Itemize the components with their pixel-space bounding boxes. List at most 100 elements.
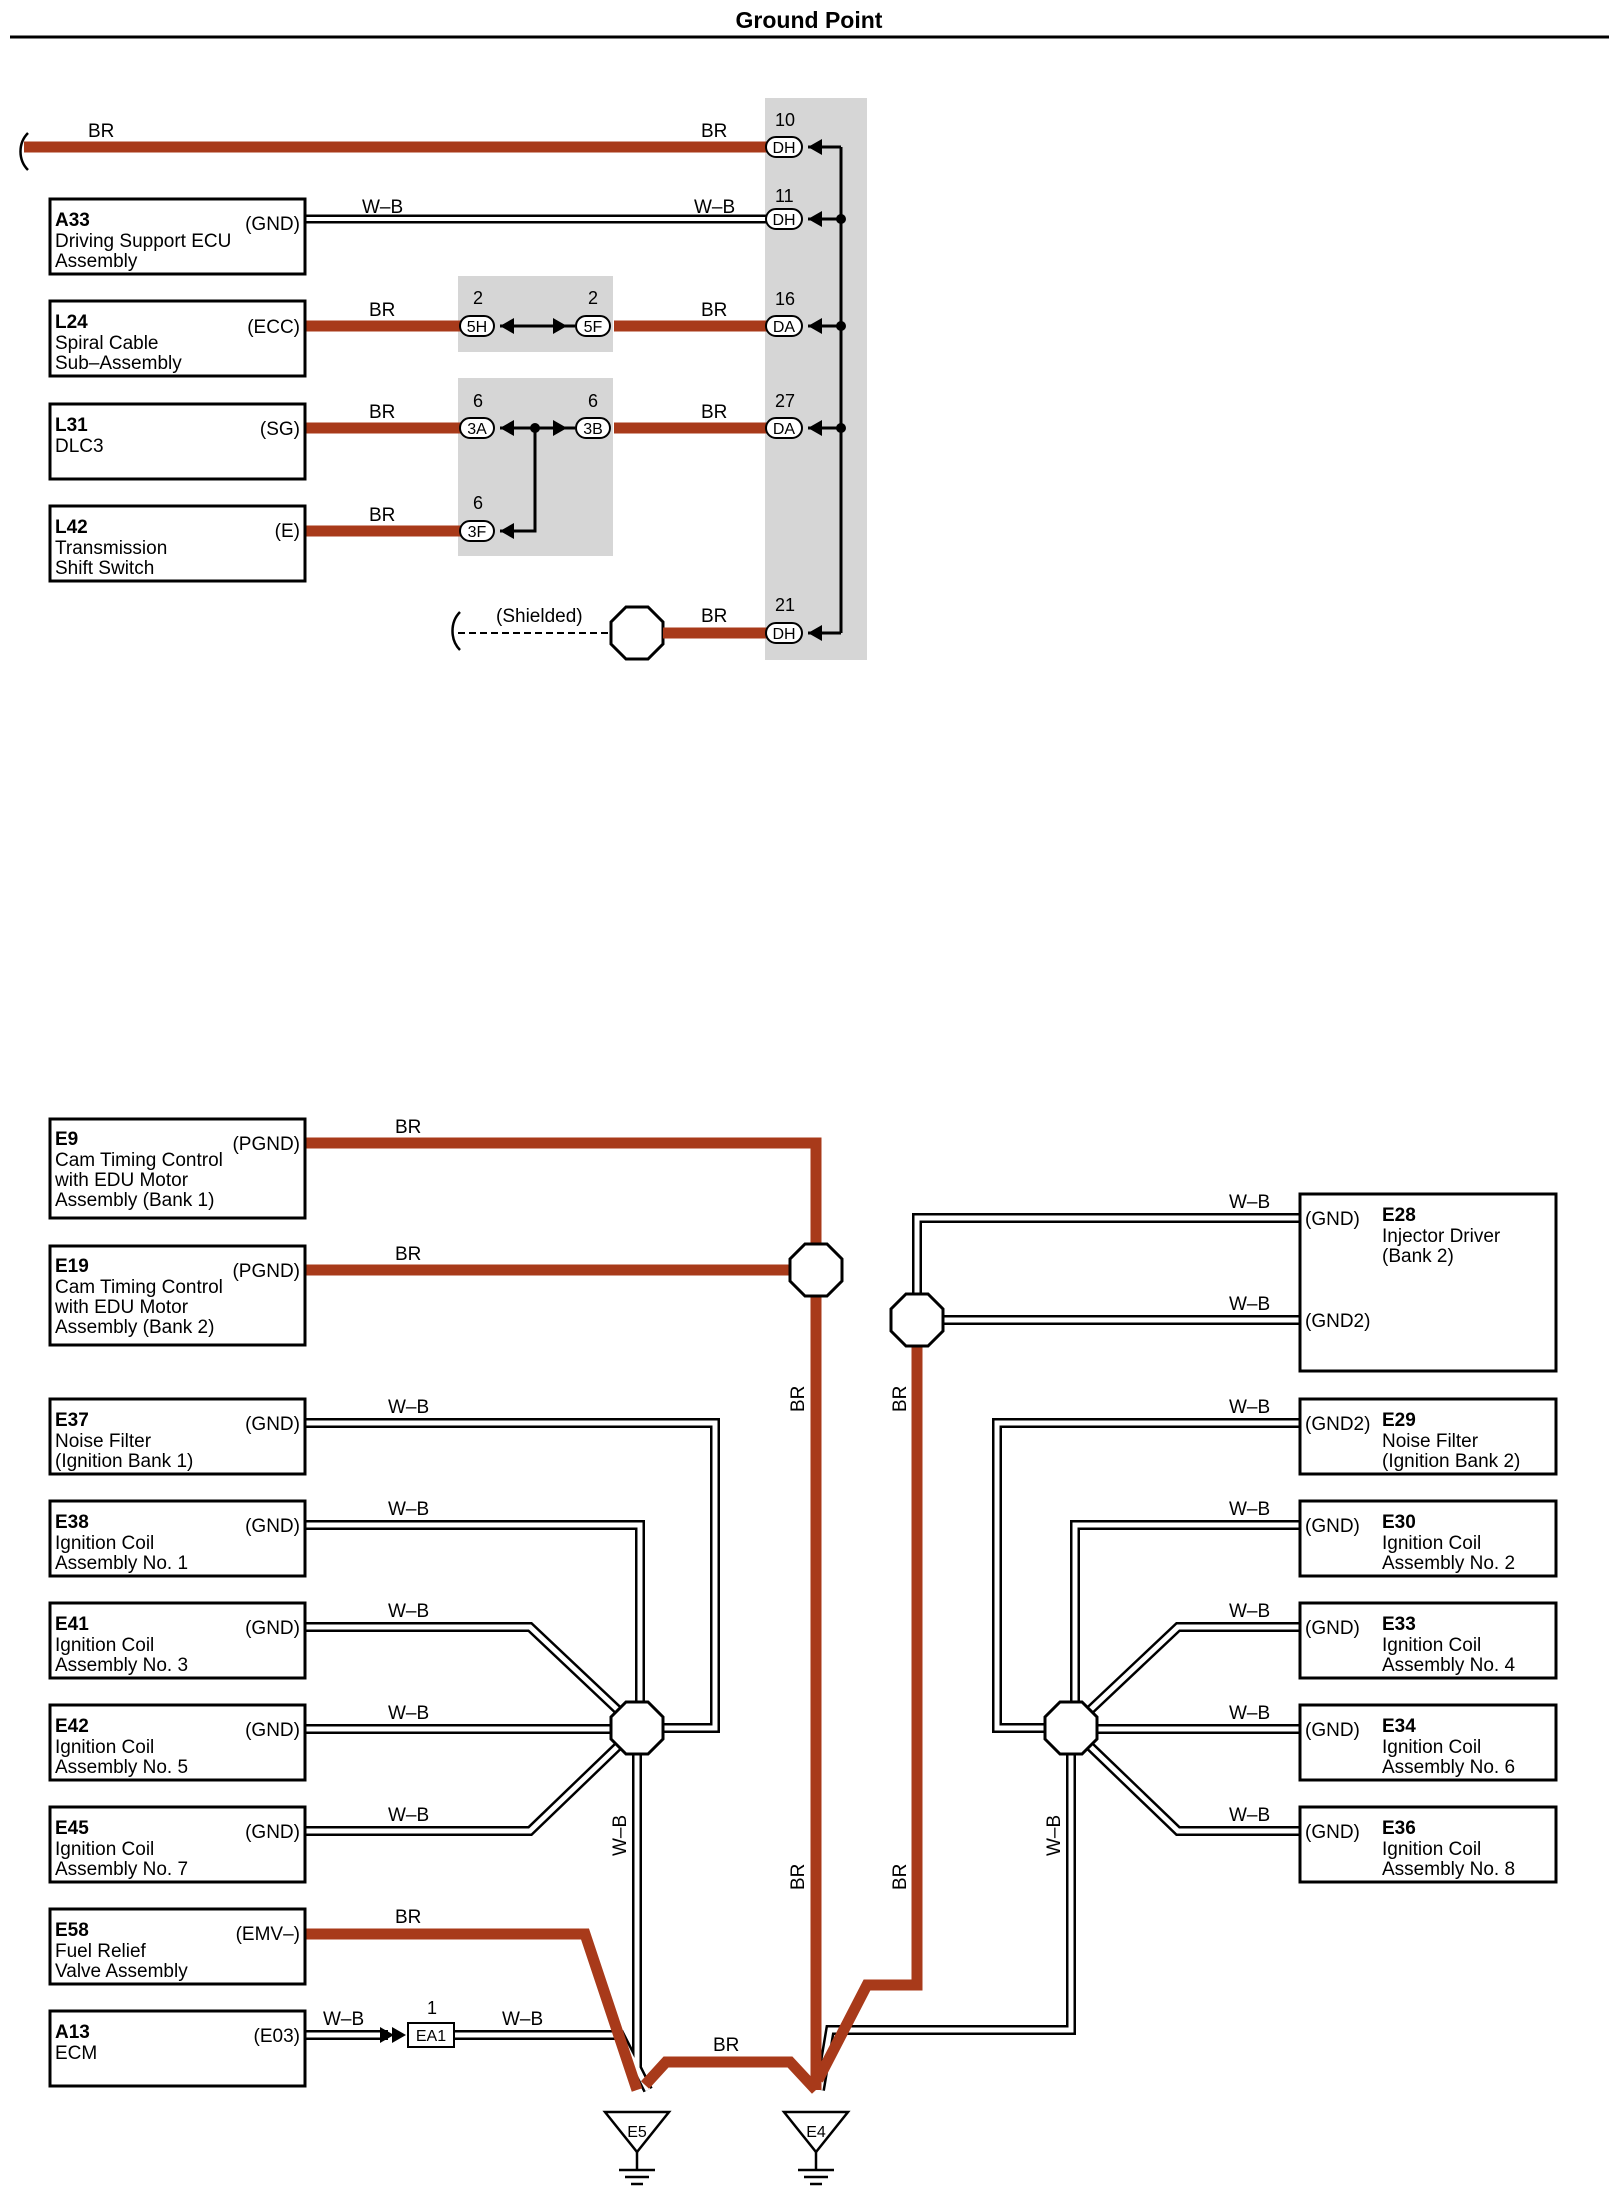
pin-label: (GND2)	[1305, 1414, 1370, 1435]
ground-e5	[603, 2110, 671, 2186]
component-name: Cam Timing Control	[55, 1277, 223, 1298]
component-name: Assembly No. 8	[1382, 1859, 1515, 1880]
component-name: Ignition Coil	[55, 1635, 154, 1656]
pin-label: (PGND)	[232, 1261, 300, 1282]
component-name: Assembly No. 6	[1382, 1757, 1515, 1778]
component-name: Ignition Coil	[1382, 1635, 1481, 1656]
component-name: (Bank 2)	[1382, 1246, 1454, 1267]
arrow-icon	[808, 318, 822, 334]
wire-label-wb: W–B	[1229, 1397, 1270, 1418]
page-title: Ground Point	[736, 7, 883, 33]
pin-label: (GND)	[245, 1720, 300, 1741]
wire-label-wb: W–B	[1044, 1815, 1065, 1856]
component-e42: E42 Ignition Coil Assembly No. 5 (GND)	[48, 1703, 307, 1782]
component-name: Assembly No. 1	[55, 1553, 188, 1574]
ground-e5-label: E5	[627, 2124, 647, 2141]
wire-label-br: BR	[701, 606, 727, 627]
arrow-icon	[808, 625, 822, 641]
component-name: (Ignition Bank 1)	[55, 1451, 193, 1472]
pin-label: (E)	[275, 521, 300, 542]
pin-number: 2	[473, 288, 483, 308]
arrow-icon	[808, 420, 822, 436]
pin-label: (ECC)	[247, 317, 300, 338]
pin-number: 6	[473, 493, 483, 513]
pin-label: (GND)	[1305, 1516, 1360, 1537]
component-e41: E41 Ignition Coil Assembly No. 3 (GND)	[48, 1601, 307, 1680]
pin-number: 16	[775, 289, 795, 309]
wire-break-mark	[19, 132, 29, 171]
pin-label: (GND)	[245, 1618, 300, 1639]
pin-number: 6	[588, 391, 598, 411]
component-e9: E9 Cam Timing Control with EDU Motor Ass…	[48, 1117, 307, 1220]
component-name: Noise Filter	[1382, 1431, 1479, 1452]
wire-label-wb: W–B	[388, 1703, 429, 1724]
wire-label-wb: W–B	[388, 1499, 429, 1520]
pin-label: (GND)	[245, 1414, 300, 1435]
pin-label: (GND2)	[1305, 1311, 1370, 1332]
wire-label-wb: W–B	[388, 1397, 429, 1418]
pin-number: 1	[427, 1998, 437, 2018]
component-name: Ignition Coil	[1382, 1533, 1481, 1554]
wire-label-wb: W–B	[1229, 1601, 1270, 1622]
wire-label-br: BR	[395, 1907, 421, 1928]
component-e29: (GND2) E29 Noise Filter (Ignition Bank 2…	[1298, 1397, 1558, 1476]
wire-label-wb: W–B	[362, 197, 403, 218]
component-code: L31	[55, 415, 88, 436]
component-name: Shift Switch	[55, 558, 154, 579]
component-name: Assembly (Bank 2)	[55, 1317, 214, 1338]
component-name: (Ignition Bank 2)	[1382, 1451, 1520, 1472]
pin-label: (GND)	[1305, 1720, 1360, 1741]
component-name: with EDU Motor	[54, 1297, 189, 1318]
component-e19: E19 Cam Timing Control with EDU Motor As…	[48, 1244, 307, 1347]
component-name: Assembly No. 4	[1382, 1655, 1515, 1676]
component-code: E9	[55, 1129, 78, 1150]
component-name: Fuel Relief	[55, 1941, 147, 1962]
component-name: with EDU Motor	[54, 1170, 189, 1191]
component-name: Transmission	[55, 538, 167, 559]
component-name: Assembly	[55, 251, 138, 272]
pin-label: (GND)	[245, 214, 300, 235]
ground-e4	[782, 2110, 850, 2186]
arrow-icon	[392, 2027, 406, 2043]
wire-label-br: BR	[369, 505, 395, 526]
arrow-icon	[500, 523, 514, 539]
component-code: A13	[55, 2022, 90, 2043]
component-name: DLC3	[55, 436, 104, 457]
pin-label: (GND)	[1305, 1618, 1360, 1639]
junction-block-dh-da	[765, 98, 867, 660]
component-e38: E38 Ignition Coil Assembly No. 1 (GND)	[48, 1499, 307, 1578]
connector-dh	[765, 136, 803, 158]
connector-dh	[765, 622, 803, 644]
component-name: Injector Driver	[1382, 1226, 1501, 1247]
component-code: A33	[55, 210, 90, 231]
component-l24: L24 Spiral Cable Sub–Assembly (ECC)	[48, 299, 307, 378]
wire-label-wb: W–B	[388, 1805, 429, 1826]
component-e58: E58 Fuel Relief Valve Assembly (EMV–)	[48, 1907, 307, 1986]
component-name: Assembly (Bank 1)	[55, 1190, 214, 1211]
arrow-icon	[808, 211, 822, 227]
wire-label-br: BR	[701, 402, 727, 423]
wb-bundle-right	[815, 1213, 1300, 2091]
connector-ea1	[407, 2022, 455, 2048]
pin-number: 6	[473, 391, 483, 411]
wire-label-br: BR	[788, 1386, 809, 1412]
component-code: E29	[1382, 1410, 1416, 1431]
pin-label: (GND)	[245, 1822, 300, 1843]
component-name: Driving Support ECU	[55, 231, 231, 252]
component-e37: E37 Noise Filter (Ignition Bank 1) (GND)	[48, 1397, 307, 1476]
shield-splice	[609, 605, 665, 661]
component-code: E41	[55, 1614, 89, 1635]
arrow-icon	[808, 139, 822, 155]
component-name: Noise Filter	[55, 1431, 152, 1452]
wire-label-br: BR	[395, 1117, 421, 1138]
shielded-label: (Shielded)	[496, 606, 583, 627]
wire-label-wb: W–B	[502, 2009, 543, 2030]
arrow-icon	[553, 420, 567, 436]
component-a13: A13 ECM (E03)	[48, 2009, 307, 2088]
pin-label: (GND)	[245, 1516, 300, 1537]
wire-label-wb: W–B	[1229, 1294, 1270, 1315]
component-name: Ignition Coil	[55, 1533, 154, 1554]
component-code: L24	[55, 312, 88, 333]
component-name: Ignition Coil	[1382, 1737, 1481, 1758]
